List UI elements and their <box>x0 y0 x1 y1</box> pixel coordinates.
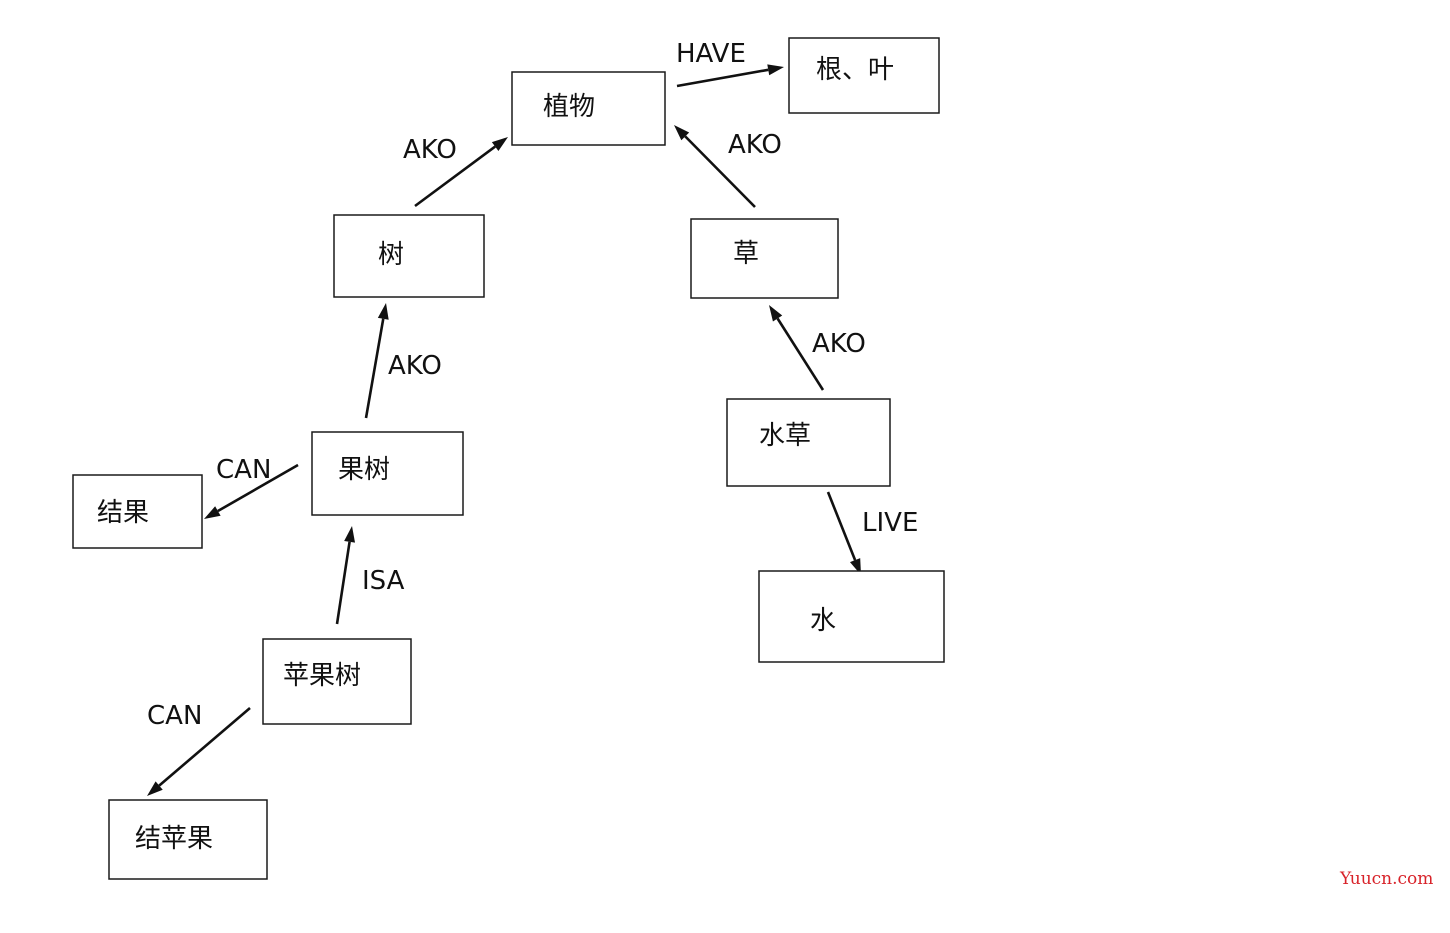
arrowhead-fruittree-ako-tree <box>377 303 389 320</box>
node-box-fruit-tree <box>311 431 464 516</box>
watermark-text: Yuucn.com <box>1339 869 1433 889</box>
edge-appletree-can-bearapple <box>147 707 251 796</box>
node-box-water <box>758 570 945 663</box>
edge-tree-ako-plant <box>414 137 508 208</box>
edge-fruittree-ako-tree <box>364 303 389 419</box>
node-bear-fruit: 结果 <box>72 474 203 549</box>
edge-line-grass-ako-plant <box>684 135 756 208</box>
edge-line-plant-have-rootleaf <box>676 68 769 88</box>
edge-fruittree-can-bearfruit <box>204 463 299 519</box>
node-label-root-leaf: 根、叶 <box>816 55 894 85</box>
arrowhead-fruittree-can-bearfruit <box>204 506 221 519</box>
node-water: 水 <box>758 570 945 663</box>
node-label-water-grass: 水草 <box>759 421 811 451</box>
node-apple-tree: 苹果树 <box>262 638 412 725</box>
arrowhead-watergrass-ako-grass <box>769 305 783 322</box>
edge-line-watergrass-live-water <box>826 491 857 561</box>
node-root-leaf: 根、叶 <box>788 37 940 114</box>
edge-label-appletree-can-bearapple: CAN <box>147 701 202 731</box>
edge-line-watergrass-ako-grass <box>776 317 825 391</box>
node-label-apple-tree: 苹果树 <box>283 661 361 691</box>
edge-label-grass-ako-plant: AKO <box>728 130 782 160</box>
edge-appletree-isa-fruittree <box>335 526 356 625</box>
edge-line-tree-ako-plant <box>414 145 496 208</box>
node-box-bear-apple <box>108 799 268 880</box>
edge-grass-ako-plant <box>674 125 756 208</box>
node-box-root-leaf <box>788 37 940 114</box>
edge-label-watergrass-ako-grass: AKO <box>812 329 866 359</box>
node-label-grass: 草 <box>733 239 759 269</box>
node-box-grass <box>690 218 839 299</box>
arrowhead-appletree-can-bearapple <box>147 781 163 796</box>
node-label-fruit-tree: 果树 <box>338 455 390 485</box>
edge-label-fruittree-can-bearfruit: CAN <box>216 455 271 485</box>
node-box-apple-tree <box>262 638 412 725</box>
node-fruit-tree: 果树 <box>311 431 464 516</box>
node-label-plant: 植物 <box>543 92 595 122</box>
arrowhead-appletree-isa-fruittree <box>344 526 356 543</box>
edge-label-fruittree-ako-tree: AKO <box>388 351 442 381</box>
node-label-bear-apple: 结苹果 <box>135 824 213 854</box>
edge-watergrass-live-water <box>826 491 861 575</box>
edge-label-tree-ako-plant: AKO <box>403 135 457 165</box>
edge-line-appletree-can-bearapple <box>158 707 251 787</box>
edge-label-plant-have-rootleaf: HAVE <box>676 39 746 69</box>
arrowhead-grass-ako-plant <box>674 125 690 141</box>
node-water-grass: 水草 <box>726 398 891 487</box>
node-grass: 草 <box>690 218 839 299</box>
node-box-bear-fruit <box>72 474 203 549</box>
node-box-tree <box>333 214 485 298</box>
edge-label-watergrass-live-water: LIVE <box>862 508 918 538</box>
node-label-tree: 树 <box>378 240 404 270</box>
node-box-plant <box>511 71 666 146</box>
edge-labels-layer: HAVE AKO AKO AKO AKO CAN ISA LIVE CAN <box>147 39 918 731</box>
edge-line-fruittree-ako-tree <box>364 318 385 419</box>
edge-plant-have-rootleaf <box>676 64 784 88</box>
arrowhead-plant-have-rootleaf <box>767 64 784 76</box>
edge-line-appletree-isa-fruittree <box>335 541 351 625</box>
node-label-water: 水 <box>810 606 836 636</box>
edge-line-fruittree-can-bearfruit <box>217 463 299 513</box>
node-bear-apple: 结苹果 <box>108 799 268 880</box>
arrowhead-tree-ako-plant <box>491 137 508 151</box>
edge-label-appletree-isa-fruittree: ISA <box>362 566 405 596</box>
node-plant: 植物 <box>511 71 666 146</box>
node-label-bear-fruit: 结果 <box>97 498 149 528</box>
edge-watergrass-ako-grass <box>769 305 825 391</box>
node-tree: 树 <box>333 214 485 298</box>
node-box-water-grass <box>726 398 891 487</box>
